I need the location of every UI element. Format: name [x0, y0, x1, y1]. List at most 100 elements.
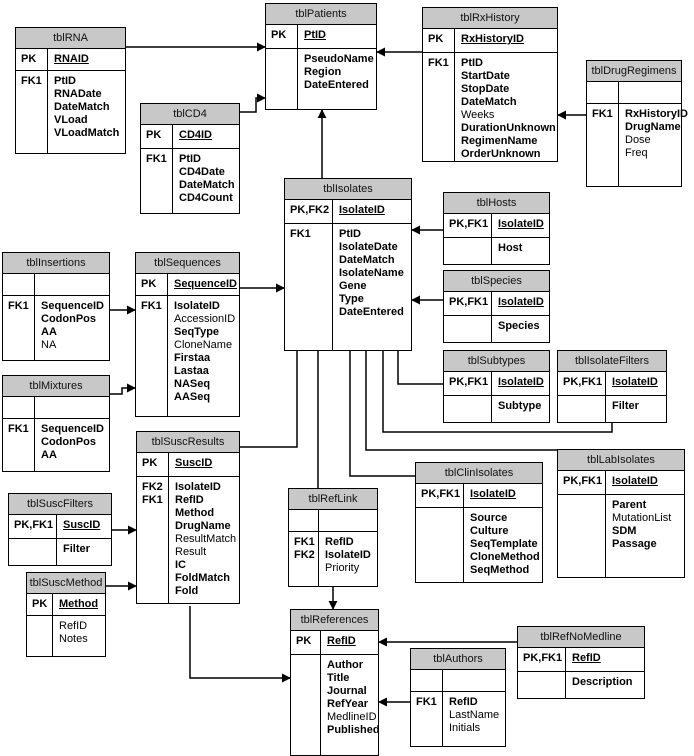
field-name: Author [327, 659, 364, 671]
field-name: PseudoName [304, 53, 374, 65]
pk-key-label: PK,FK1 [444, 214, 492, 237]
fields-row: Host [444, 238, 549, 264]
table-title: tblSequences [136, 253, 239, 274]
field-name: Culture [470, 525, 509, 537]
table-title: tblHosts [444, 193, 549, 214]
field-name: IsolateID [175, 481, 221, 493]
table-title: tblCD4 [141, 104, 239, 125]
field-name: NASeq [174, 378, 211, 390]
fk-key-label [444, 238, 492, 264]
field-name: RefID [175, 494, 204, 506]
field-name: CloneName [174, 339, 233, 351]
field-name: Lastaa [174, 365, 209, 377]
field-name: Notes [59, 633, 88, 645]
pk-key-label: PK,FK1 [518, 648, 566, 671]
field-name: VLoadMatch [54, 127, 120, 139]
fk-key-label [558, 396, 606, 422]
fk-key-label [27, 616, 53, 656]
pk-key-label [3, 397, 35, 418]
fk-key-label: FK1 [3, 419, 35, 471]
fields-row: Filter [9, 539, 111, 565]
field-name: Result [175, 546, 207, 558]
table-title: tblIsolateFilters [558, 351, 666, 372]
pk-row [289, 510, 377, 532]
fk-key-label: FK1 [16, 71, 48, 153]
pk-key-label: PK [141, 125, 173, 148]
field-name: IsolateID [174, 300, 220, 312]
field-list: Subtype [492, 396, 549, 422]
pk-field-name: IsolateID [612, 376, 658, 388]
field-name: Title [327, 672, 350, 684]
field-name: Description [572, 676, 633, 688]
pk-field-name: RefID [327, 635, 356, 647]
table-title: tblIsolates [285, 179, 411, 200]
fields-row: Description [518, 672, 644, 698]
field-name: Source [470, 512, 508, 524]
field-name: DateMatch [54, 101, 110, 113]
pk-field-name: CD4ID [179, 129, 213, 141]
field-name: Published [327, 724, 380, 736]
field-name: Type [339, 293, 364, 305]
field-name: IsolateDate [339, 241, 398, 253]
field-name: Species [498, 320, 540, 332]
field-name: RNADate [54, 88, 102, 100]
pk-field [619, 82, 681, 103]
link-suscresults-isolates [240, 329, 302, 448]
field-name: RefID [325, 536, 354, 548]
fk-key-label: FK1 [411, 692, 443, 746]
table-title: tblRefLink [289, 489, 377, 510]
field-name: Dose [625, 134, 651, 146]
pk-field: IsolateID [464, 484, 542, 507]
pk-field: Method [53, 594, 105, 615]
fk-key-label: FK2 FK1 [137, 477, 169, 603]
pk-field-name: IsolateID [612, 475, 658, 487]
pk-field: SuscID [169, 453, 239, 476]
field-name: DateMatch [179, 179, 235, 191]
pk-row [587, 82, 681, 104]
pk-key-label: PK [291, 631, 321, 654]
pk-key-label [3, 274, 35, 295]
pk-key-label: PK,FK1 [558, 471, 606, 494]
pk-field [35, 397, 109, 418]
pk-key-label [411, 670, 443, 691]
field-name: Firstaa [174, 352, 211, 364]
field-list: Filter [606, 396, 666, 422]
field-name: Subtype [498, 400, 542, 412]
link-suscresults-references [189, 606, 291, 683]
table-title: tblSuscMethod [27, 573, 105, 594]
fk-key-label [266, 49, 298, 109]
field-name: RegimenName [461, 135, 538, 147]
pk-key-label: PK,FK1 [444, 292, 492, 315]
pk-field: RxHistoryID [455, 29, 557, 52]
pk-field-name: SuscID [175, 457, 213, 469]
field-name: PtID [54, 75, 76, 87]
pk-field-name: PtID [304, 29, 326, 41]
